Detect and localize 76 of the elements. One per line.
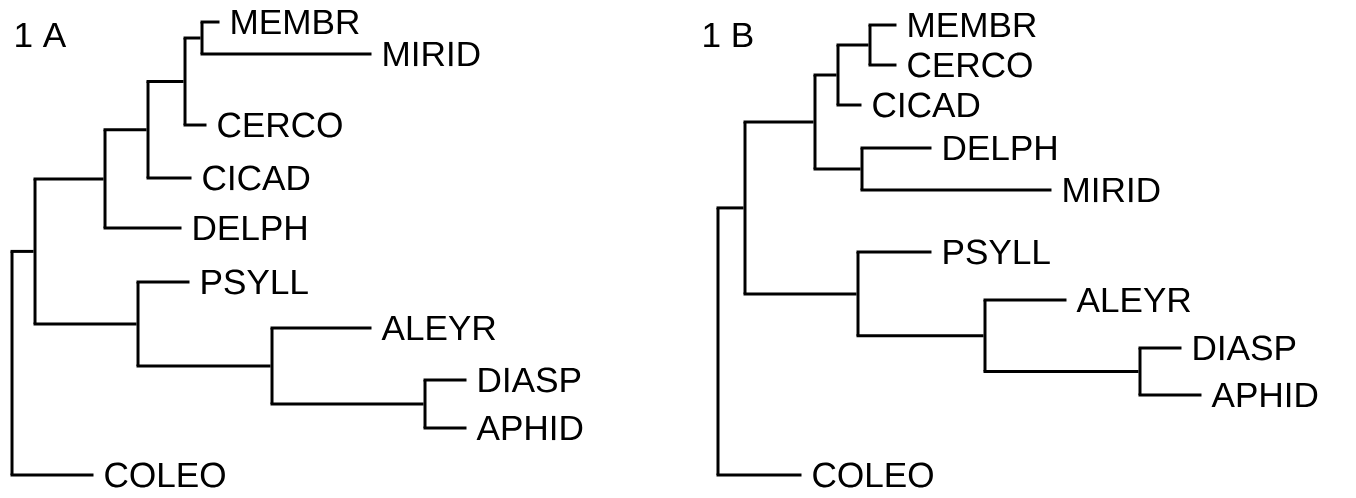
branch-line: [743, 292, 857, 296]
taxon-label: DELPH: [194, 215, 306, 241]
branch-junction: [983, 299, 987, 372]
branch-line: [423, 378, 467, 382]
branch-junction: [423, 380, 427, 428]
branch-line: [33, 322, 137, 326]
taxon-label: DIASP: [479, 367, 581, 393]
branch-junction: [146, 81, 150, 178]
branch-line: [183, 36, 201, 40]
branch-junction: [860, 148, 864, 190]
panel-label: 1 A: [16, 22, 67, 48]
branch-line: [860, 188, 1052, 192]
taxon-label: MIRID: [384, 41, 480, 67]
taxon-label: COLEO: [813, 462, 933, 488]
branch-line: [103, 128, 147, 132]
branch-line: [716, 473, 802, 477]
branch-junction: [836, 45, 840, 105]
taxon-label: CICAD: [203, 165, 310, 191]
branch-junction: [33, 178, 37, 324]
branch-line: [10, 249, 34, 253]
branch-junction: [813, 75, 817, 169]
branch-junction: [183, 38, 187, 125]
branch-line: [813, 167, 861, 171]
branch-line: [983, 298, 1067, 302]
branch-line: [1138, 393, 1202, 397]
branch-junction: [10, 251, 14, 475]
branch-line: [743, 120, 814, 124]
taxon-label: MEMBR: [909, 12, 1036, 38]
branch-junction: [856, 252, 860, 336]
taxon-label: MEMBR: [232, 9, 359, 35]
taxon-label: ALEYR: [1076, 287, 1191, 313]
branch-junction: [136, 282, 140, 366]
taxon-label: ALEYR: [381, 315, 496, 341]
branch-line: [200, 20, 220, 24]
taxon-label: APHID: [476, 415, 583, 441]
branch-line: [270, 326, 372, 330]
branch-line: [868, 63, 897, 67]
branch-line: [183, 123, 207, 127]
taxon-label: CICAD: [873, 92, 980, 118]
taxon-label: APHID: [1211, 382, 1318, 408]
branch-line: [836, 103, 862, 107]
branch-line: [33, 177, 104, 181]
taxon-label: COLEO: [105, 462, 225, 488]
branch-junction: [868, 25, 872, 65]
branch-line: [983, 370, 1139, 373]
branch-line: [103, 226, 182, 230]
taxon-label: PSYLL: [944, 239, 1050, 265]
branch-line: [860, 146, 932, 150]
branch-line: [200, 52, 372, 56]
panel-label: 1 B: [704, 22, 753, 48]
branch-line: [716, 206, 744, 210]
taxon-label: PSYLL: [202, 269, 308, 295]
taxon-label: DIASP: [1194, 335, 1296, 361]
branch-line: [423, 426, 467, 430]
branch-junction: [270, 328, 274, 404]
branch-line: [868, 23, 897, 27]
branch-line: [270, 402, 424, 406]
branch-line: [856, 250, 932, 254]
branch-line: [836, 43, 869, 47]
branch-line: [813, 73, 837, 77]
branch-line: [146, 176, 192, 180]
branch-junction: [1138, 348, 1142, 395]
branch-line: [146, 80, 184, 83]
branch-line: [136, 280, 190, 284]
branch-line: [856, 334, 984, 338]
branch-junction: [200, 22, 204, 54]
branch-line: [1138, 346, 1182, 350]
branch-line: [136, 364, 271, 368]
taxon-label: DELPH: [944, 135, 1056, 161]
branch-junction: [743, 121, 747, 294]
branch-junction: [716, 207, 720, 476]
branch-line: [10, 473, 94, 477]
taxon-label: MIRID: [1064, 177, 1160, 203]
branch-junction: [103, 129, 107, 229]
taxon-label: CERCO: [908, 52, 1032, 78]
taxon-label: CERCO: [218, 112, 342, 138]
